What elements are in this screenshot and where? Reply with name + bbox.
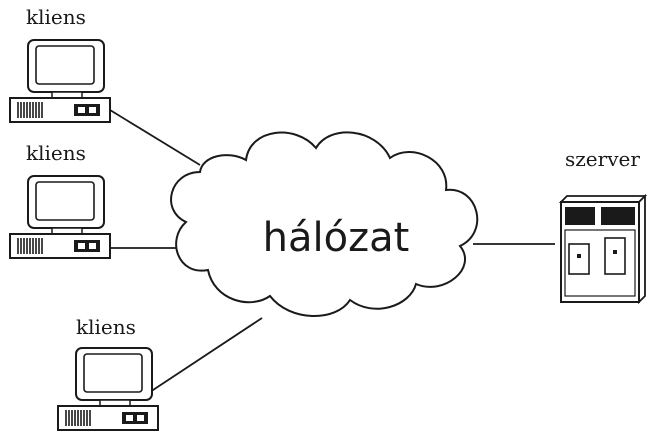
client-label: kliens (76, 315, 136, 339)
link-client-3 (149, 317, 263, 393)
network-label: hálózat (263, 215, 410, 261)
server-cabinet-icon (558, 193, 648, 305)
client-computer-1: kliens (9, 5, 111, 123)
server-machine: szerver (558, 147, 648, 305)
link-client-1 (109, 109, 201, 166)
desktop-computer-icon (57, 347, 159, 431)
desktop-computer-icon (9, 39, 111, 123)
desktop-computer-icon (9, 175, 111, 259)
server-label: szerver (565, 147, 640, 171)
network-cloud: hálózat (170, 131, 479, 317)
client-label: kliens (26, 5, 86, 29)
cloud-icon (170, 131, 479, 317)
client-computer-2: kliens (9, 141, 111, 259)
client-label: kliens (26, 141, 86, 165)
connection-lines (109, 109, 555, 393)
client-computer-3: kliens (57, 315, 159, 431)
